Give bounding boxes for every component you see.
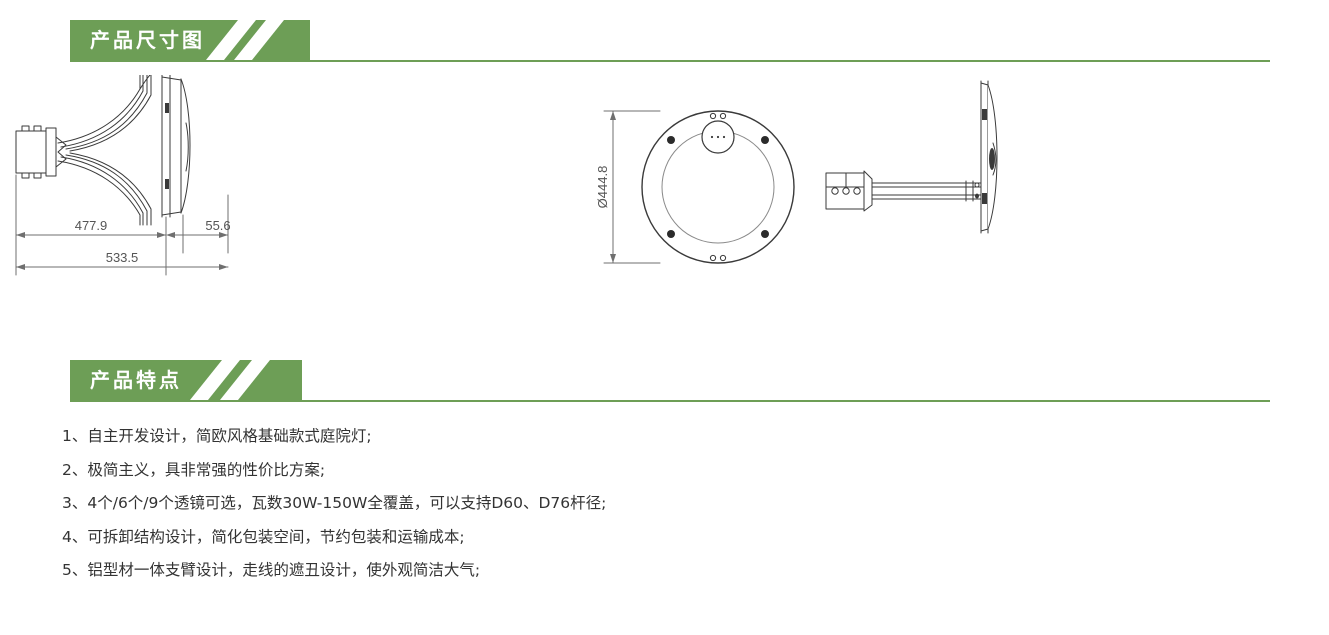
section-title-features: 产品特点: [90, 368, 182, 392]
view-front-circular: [641, 110, 795, 264]
dimension-value-lens-diameter: Ø444.8: [595, 166, 610, 209]
product-dimension-drawing: 477.9 55.6 533.5: [0, 75, 1329, 315]
view-top: [15, 75, 152, 226]
dimension-arrows-top-view: [16, 232, 228, 270]
dimension-lines-front-view: [603, 110, 661, 264]
feature-list: 1、自主开发设计，简欧风格基础款式庭院灯; 2、极简主义，具非常强的性价比方案;…: [62, 420, 1262, 588]
banner-shape-dimensions: [70, 20, 310, 60]
banner-dimensions: 产品尺寸图: [70, 20, 310, 60]
dimension-labels-top-view: 477.9 55.6 533.5: [75, 218, 231, 265]
dimension-value-lens-thickness: 55.6: [205, 218, 230, 233]
feature-item: 1、自主开发设计，简欧风格基础款式庭院灯;: [62, 427, 372, 445]
drawing-canvas: 477.9 55.6 533.5: [15, 75, 998, 276]
feature-item: 3、4个/6个/9个透镜可选，瓦数30W-150W全覆盖，可以支持D60、D76…: [62, 494, 607, 512]
view-side: [825, 80, 998, 234]
header-divider-dimensions: [70, 60, 1270, 62]
view-top-lens-plate: [161, 75, 191, 218]
feature-item: 5、铝型材一体支臂设计，走线的遮丑设计，使外观简洁大气;: [62, 561, 481, 579]
dimension-arrows-front-view: [610, 111, 616, 263]
feature-item: 4、可拆卸结构设计，简化包装空间，节约包装和运输成本;: [62, 527, 465, 546]
header-divider-features: [70, 400, 1270, 402]
banner-shape-features: [70, 360, 302, 400]
view-top-arms-upper: [139, 75, 151, 90]
dimension-lines-top-view: [15, 174, 229, 276]
section-header-dimensions: 产品尺寸图: [70, 20, 310, 60]
feature-item: 2、极简主义，具非常强的性价比方案;: [62, 460, 326, 479]
section-title-dimensions: 产品尺寸图: [90, 28, 205, 52]
section-header-features: 产品特点: [70, 360, 302, 400]
banner-features: 产品特点: [70, 360, 302, 400]
dimension-value-overall-length: 533.5: [106, 250, 139, 265]
dimension-value-arm-length: 477.9: [75, 218, 108, 233]
